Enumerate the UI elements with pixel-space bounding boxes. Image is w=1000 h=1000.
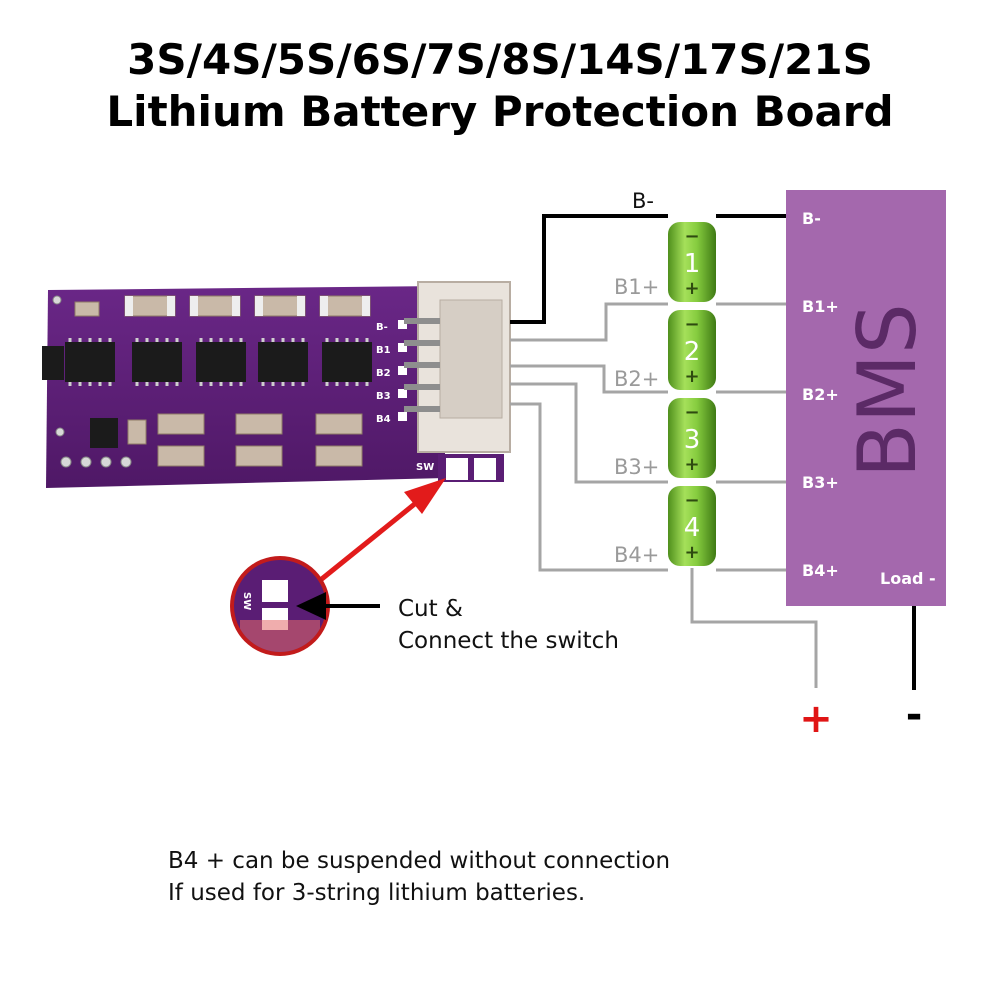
solder-pads: [52, 295, 132, 468]
battery-cell-1: − 1 +: [668, 222, 716, 302]
bms-terminal-b3: B3+: [802, 473, 839, 492]
cell-1-minus: −: [684, 226, 699, 247]
callout-line-1: Cut &: [398, 596, 463, 622]
cell-2-number: 2: [684, 337, 701, 367]
resistor-caps-top: [125, 296, 370, 316]
wire-b4-left: [510, 402, 668, 572]
board-pin-b-minus: B-: [376, 322, 388, 333]
board-pin-b1: B1: [376, 345, 391, 356]
cell-3-number: 3: [684, 425, 701, 455]
board-pin-b2: B2: [376, 368, 391, 379]
cell-1-plus: +: [684, 278, 699, 299]
switch-pad-right: [474, 458, 496, 480]
note-line-2: If used for 3-string lithium batteries.: [168, 880, 585, 906]
wire-b1-left: [510, 302, 668, 342]
chip-pins: [68, 338, 369, 386]
bms-title: BMS: [841, 303, 934, 478]
board-pin-b3: B3: [376, 391, 391, 402]
cell-3-plus: +: [684, 454, 699, 475]
jst-connector: [404, 281, 511, 453]
mosfet-chips: [42, 342, 372, 382]
cell-1-number: 1: [684, 249, 701, 279]
bms-terminal-b4: B4+: [802, 561, 839, 580]
battery-cell-4: − 4 +: [668, 486, 716, 566]
black-arrow-head: [296, 592, 326, 620]
wire-b-minus-left: [510, 214, 668, 324]
protection-board: B- B1 B2 B3 B4 SW: [42, 286, 504, 488]
title-line-1: 3S/4S/5S/6S/7S/8S/14S/17S/21S: [127, 35, 873, 84]
output-plus-sign: +: [799, 696, 833, 742]
ic-chip: [90, 418, 118, 448]
switch-callout: SW Cut & Connect the switch: [230, 478, 619, 656]
cell-4-plus: +: [684, 542, 699, 563]
battery-stack: − 1 + − 2 + − 3 + − 4 +: [668, 222, 716, 566]
cell-3-minus: −: [684, 402, 699, 423]
cell-4-minus: −: [684, 490, 699, 511]
switch-pad-left: [446, 458, 468, 480]
cell-2-minus: −: [684, 314, 699, 335]
bms-load-minus-label: Load -: [880, 569, 936, 588]
bms-terminal-b2: B2+: [802, 385, 839, 404]
wire-b2-left: [510, 364, 668, 394]
label-b3-plus: B3+: [614, 455, 659, 479]
wire-b3-left: [510, 382, 668, 484]
board-pin-pads: [398, 320, 407, 421]
bms-terminal-b-minus: B-: [802, 209, 821, 228]
board-pin-b4: B4: [376, 414, 391, 425]
battery-cell-2: − 2 +: [668, 310, 716, 390]
cell-4-number: 4: [684, 513, 701, 543]
label-b-minus: B-: [632, 189, 654, 213]
wire-output-plus: [690, 568, 818, 688]
battery-cell-3: − 3 +: [668, 398, 716, 478]
resistor-row-bottom: [127, 413, 363, 467]
label-b1-plus: B1+: [614, 275, 659, 299]
bms-terminal-b1: B1+: [802, 297, 839, 316]
red-arrow-head: [404, 478, 446, 514]
wires: [510, 214, 916, 690]
red-arrow-shaft: [316, 488, 434, 584]
note-line-1: B4 + can be suspended without connection: [168, 848, 670, 874]
board-switch-label: SW: [416, 462, 434, 473]
bms-module: B- B1+ B2+ B3+ B4+ Load - BMS: [786, 190, 946, 606]
output-minus-sign: -: [906, 692, 923, 738]
label-b4-plus: B4+: [614, 543, 659, 567]
zoom-switch-label: SW: [241, 592, 252, 610]
cell-2-plus: +: [684, 366, 699, 387]
label-b2-plus: B2+: [614, 367, 659, 391]
title-line-2: Lithium Battery Protection Board: [106, 87, 893, 136]
callout-line-2: Connect the switch: [398, 628, 619, 654]
